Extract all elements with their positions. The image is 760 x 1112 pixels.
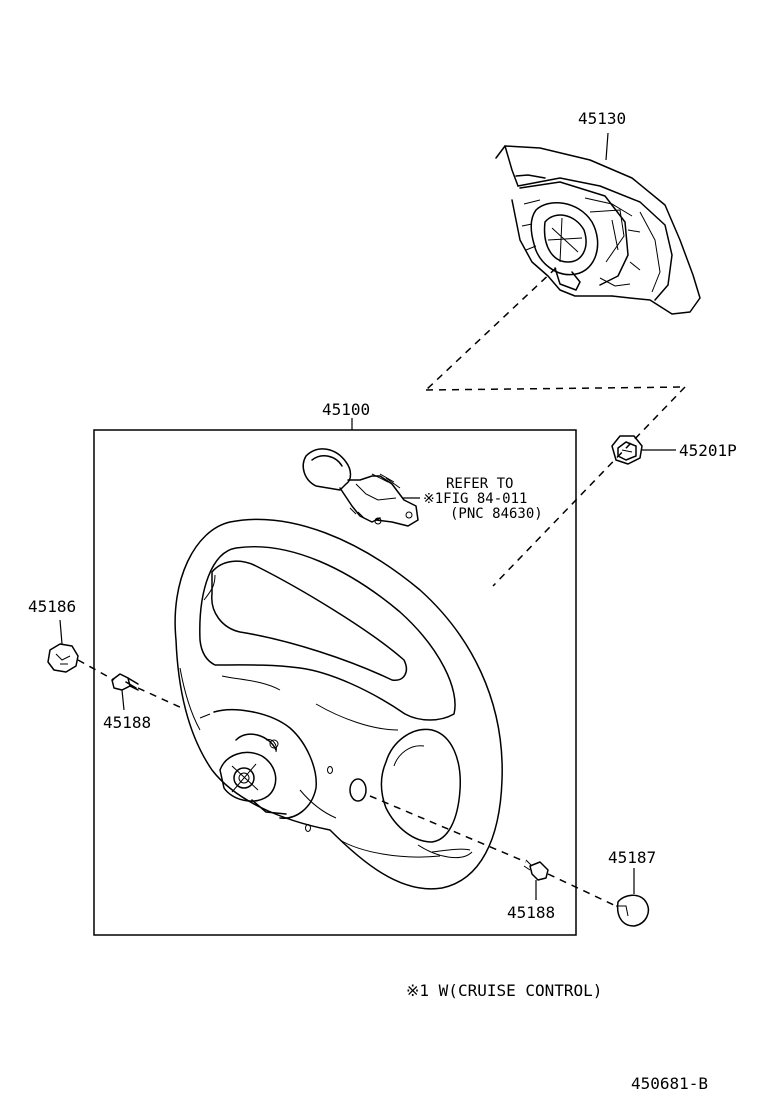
drawing-code: 450681-B xyxy=(631,1074,708,1093)
screw-45188-left[interactable] xyxy=(111,673,139,691)
cover-45187[interactable] xyxy=(616,894,650,927)
airbag-pad-assembly[interactable] xyxy=(495,145,701,315)
label-45130: 45130 xyxy=(578,109,626,128)
nut-45201p[interactable] xyxy=(611,435,643,465)
label-45100: 45100 xyxy=(322,400,370,419)
refer-note-line2: ※1FIG 84-011 xyxy=(423,491,527,507)
label-45188-left: 45188 xyxy=(103,713,151,732)
refer-note-line3: (PNC 84630) xyxy=(450,506,543,522)
cover-45186[interactable] xyxy=(47,643,79,673)
label-45186: 45186 xyxy=(28,597,76,616)
label-45187: 45187 xyxy=(608,848,656,867)
steering-wheel-assembly-frame xyxy=(93,429,577,936)
footnote: ※1 W(CRUISE CONTROL) xyxy=(406,981,602,1000)
label-45188-right: 45188 xyxy=(507,903,555,922)
refer-note-line1: REFER TO xyxy=(446,476,513,492)
cruise-control-switch[interactable] xyxy=(302,448,419,527)
screw-45188-right[interactable] xyxy=(523,859,549,881)
steering-wheel[interactable] xyxy=(174,518,503,890)
label-45201p: 45201P xyxy=(679,441,737,460)
